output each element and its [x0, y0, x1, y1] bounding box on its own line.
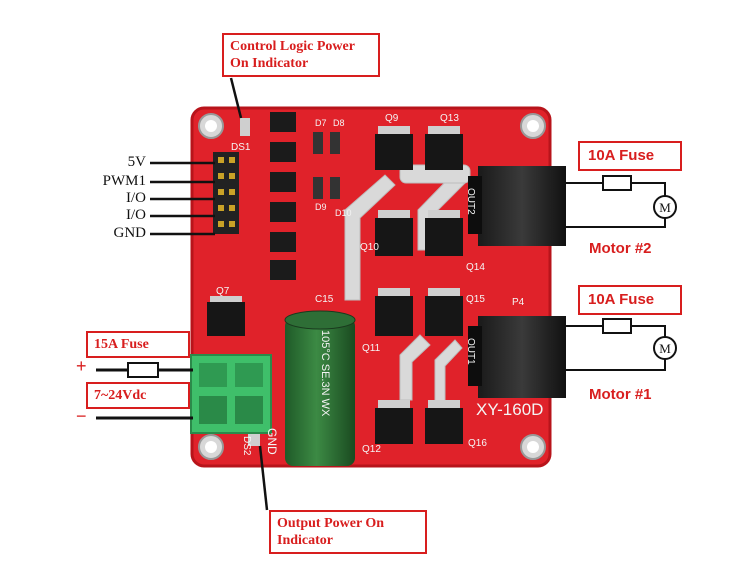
pin-label-5v: 5V: [127, 154, 146, 170]
pcb-board: [192, 108, 550, 466]
motor1-symbol-letter: M: [659, 341, 671, 356]
callout-control-logic-power: Control Logic Power On Indicator: [222, 33, 380, 77]
pin-lead-lines: [150, 161, 215, 236]
pin-label-pwm1: PWM1: [102, 173, 146, 189]
pin-header: [213, 152, 239, 234]
board-model-label: XY-160D: [476, 400, 543, 419]
silk-gnd: GND: [265, 428, 279, 455]
motor1-label: Motor #1: [589, 386, 652, 403]
silk-q15: Q15: [466, 294, 485, 305]
silk-out2: OUT2: [465, 188, 476, 215]
silk-p4: P4: [512, 297, 525, 308]
silk-ds2: DS2: [241, 436, 252, 456]
silk-q9: Q9: [385, 113, 399, 124]
pcb-edge-shade: [190, 106, 552, 468]
optocoupler-ics: [270, 112, 296, 280]
silk-q12: Q12: [362, 444, 381, 455]
silk-d7: D7: [315, 118, 327, 128]
callout-10a-fuse-bottom: 10A Fuse: [578, 285, 682, 315]
motor1-wiring: [566, 325, 666, 371]
polarity-minus: −: [76, 406, 87, 426]
silk-ds1: DS1: [231, 142, 251, 153]
motor-terminal-blocks: [468, 166, 566, 398]
callout-pointers: [229, 77, 269, 511]
silk-c15: C15: [315, 294, 334, 305]
silk-q11: Q11: [362, 343, 381, 354]
capacitor-label: 105°C SE.3N WX: [319, 330, 331, 417]
silk-d10: D10: [335, 208, 352, 218]
svg-text:105°C SE.3N WX: 105°C SE.3N WX: [319, 330, 331, 417]
pin-label-io-2: I/O: [126, 207, 146, 223]
polarity-plus: +: [76, 356, 87, 376]
motor2-wiring: [566, 182, 666, 228]
motor2-symbol-letter: M: [659, 200, 671, 215]
mounting-holes: [198, 113, 546, 460]
motor2-label: Motor #2: [589, 240, 652, 257]
silk-out1: OUT1: [465, 338, 476, 365]
callout-voltage: 7~24Vdc: [86, 382, 190, 409]
callout-15a-fuse: 15A Fuse: [86, 331, 190, 358]
silk-d8: D8: [333, 118, 345, 128]
pin-label-io-1: I/O: [126, 190, 146, 206]
callout-output-power: Output Power On Indicator: [269, 510, 427, 554]
power-terminal-block: [190, 354, 272, 434]
silk-q10: Q10: [360, 242, 379, 253]
motor1-symbol: [653, 336, 677, 360]
motor2-symbol: [653, 195, 677, 219]
silk-q14: Q14: [466, 262, 485, 273]
fuse-10a-bottom-symbol: [602, 318, 632, 334]
fuse-15a-symbol: [127, 362, 159, 378]
silk-d9: D9: [315, 202, 327, 212]
pin-label-gnd: GND: [113, 225, 147, 241]
fuse-10a-top-symbol: [602, 175, 632, 191]
callout-10a-fuse-top: 10A Fuse: [578, 141, 682, 171]
electrolytic-capacitor: 105°C SE.3N WX: [284, 310, 356, 466]
silkscreen: DS1 Q7 Q9 Q13 Q10 Q11 Q12 Q14 Q15 Q16 C1…: [216, 113, 543, 456]
silk-q13: Q13: [440, 113, 459, 124]
silk-q7: Q7: [216, 286, 230, 297]
mosfets: [207, 126, 463, 444]
silk-q16: Q16: [468, 438, 487, 449]
